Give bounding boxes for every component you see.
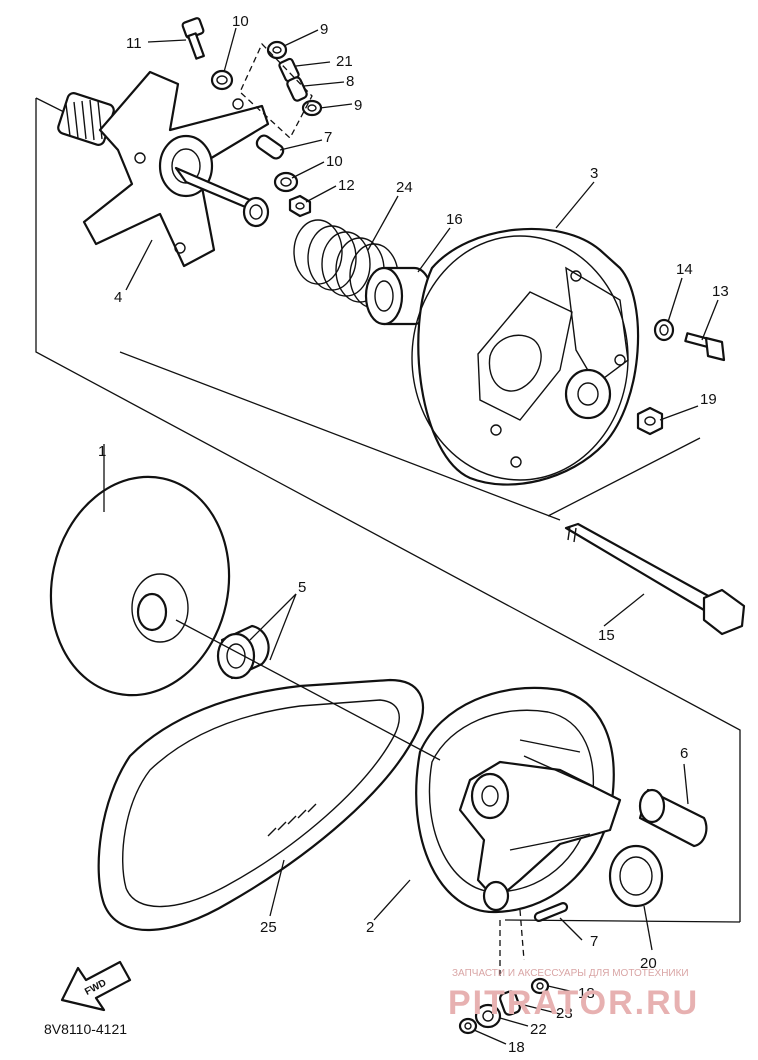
callout-23: 23 — [556, 1005, 573, 1022]
callout-7-upper: 7 — [324, 129, 332, 146]
part-9-washer-upper — [266, 40, 288, 60]
part-17-pin — [533, 902, 569, 922]
part-18-washer-a — [530, 977, 550, 995]
watermark: ЗАПЧАСТИ И АКСЕССУАРЫ ДЛЯ МОТОТЕХНИКИ PI… — [448, 968, 699, 1022]
callout-3: 3 — [590, 165, 598, 182]
callout-9-lower: 9 — [354, 97, 362, 114]
callout-25: 25 — [260, 919, 277, 936]
callout-10-upper: 10 — [232, 13, 249, 30]
part-12-nut — [288, 194, 312, 218]
callout-7-lower: 7 — [590, 933, 598, 950]
part-7-pin-upper — [255, 134, 285, 160]
part-8-pin — [286, 76, 308, 102]
part-1-fixed-sheave — [49, 475, 231, 697]
callout-15: 15 — [598, 627, 615, 644]
part-3-movable-sheave — [411, 227, 640, 486]
sheave-fasteners — [636, 318, 726, 436]
callout-11: 11 — [126, 35, 142, 52]
part-14-washer — [653, 318, 675, 342]
callout-16: 16 — [446, 211, 463, 228]
small-hardware-upper — [181, 17, 323, 218]
callout-21: 21 — [336, 53, 353, 70]
callout-14: 14 — [676, 261, 693, 278]
part-13-bolt — [684, 332, 726, 362]
part-10-bushing-lower — [273, 171, 299, 193]
part-11-bolt — [181, 17, 205, 60]
callout-4: 4 — [114, 289, 122, 306]
part-20-ring — [608, 844, 664, 908]
callout-10-lower: 10 — [326, 153, 343, 170]
callout-2: 2 — [366, 919, 374, 936]
callout-labels: 1 2 3 4 5 6 7 7 8 9 9 10 10 11 12 13 14 … — [98, 13, 729, 1056]
fwd-arrow: FWD — [60, 960, 132, 1012]
callout-5: 5 — [298, 579, 306, 596]
callout-24: 24 — [396, 179, 413, 196]
drawing-code: 8V8110-4121 — [44, 1021, 127, 1037]
part-10-bushing-upper — [210, 69, 234, 91]
part-19-nut — [636, 406, 664, 436]
part-18-washer-b — [458, 1017, 478, 1035]
part-6-sleeve — [638, 788, 708, 848]
callout-9-upper: 9 — [320, 21, 328, 38]
watermark-logo: PITRATOR.RU — [448, 984, 699, 1022]
callout-1: 1 — [98, 443, 106, 460]
callout-20: 20 — [640, 955, 657, 972]
callout-6: 6 — [680, 745, 688, 762]
part-4-drive-hub — [57, 70, 270, 268]
callout-22: 22 — [530, 1021, 547, 1038]
watermark-tagline: ЗАПЧАСТИ И АКСЕССУАРЫ ДЛЯ МОТОТЕХНИКИ — [452, 968, 689, 979]
callout-13: 13 — [712, 283, 729, 300]
callout-18-upper: 18 — [578, 985, 595, 1002]
callout-19: 19 — [700, 391, 717, 408]
part-15-long-bolt — [564, 522, 746, 636]
part-5-bushing — [216, 624, 270, 680]
secondary-small-parts — [458, 902, 569, 1035]
part-16-bushing — [364, 266, 434, 326]
callout-18-lower: 18 — [508, 1039, 525, 1056]
part-25-drive-belt — [97, 678, 425, 932]
part-23-pin — [499, 990, 521, 1016]
leader-lines — [103, 27, 719, 1045]
callout-12: 12 — [338, 177, 355, 194]
callout-8: 8 — [346, 73, 354, 90]
part-22-roller — [474, 1003, 502, 1029]
part-2-secondary-sheave — [415, 686, 622, 914]
